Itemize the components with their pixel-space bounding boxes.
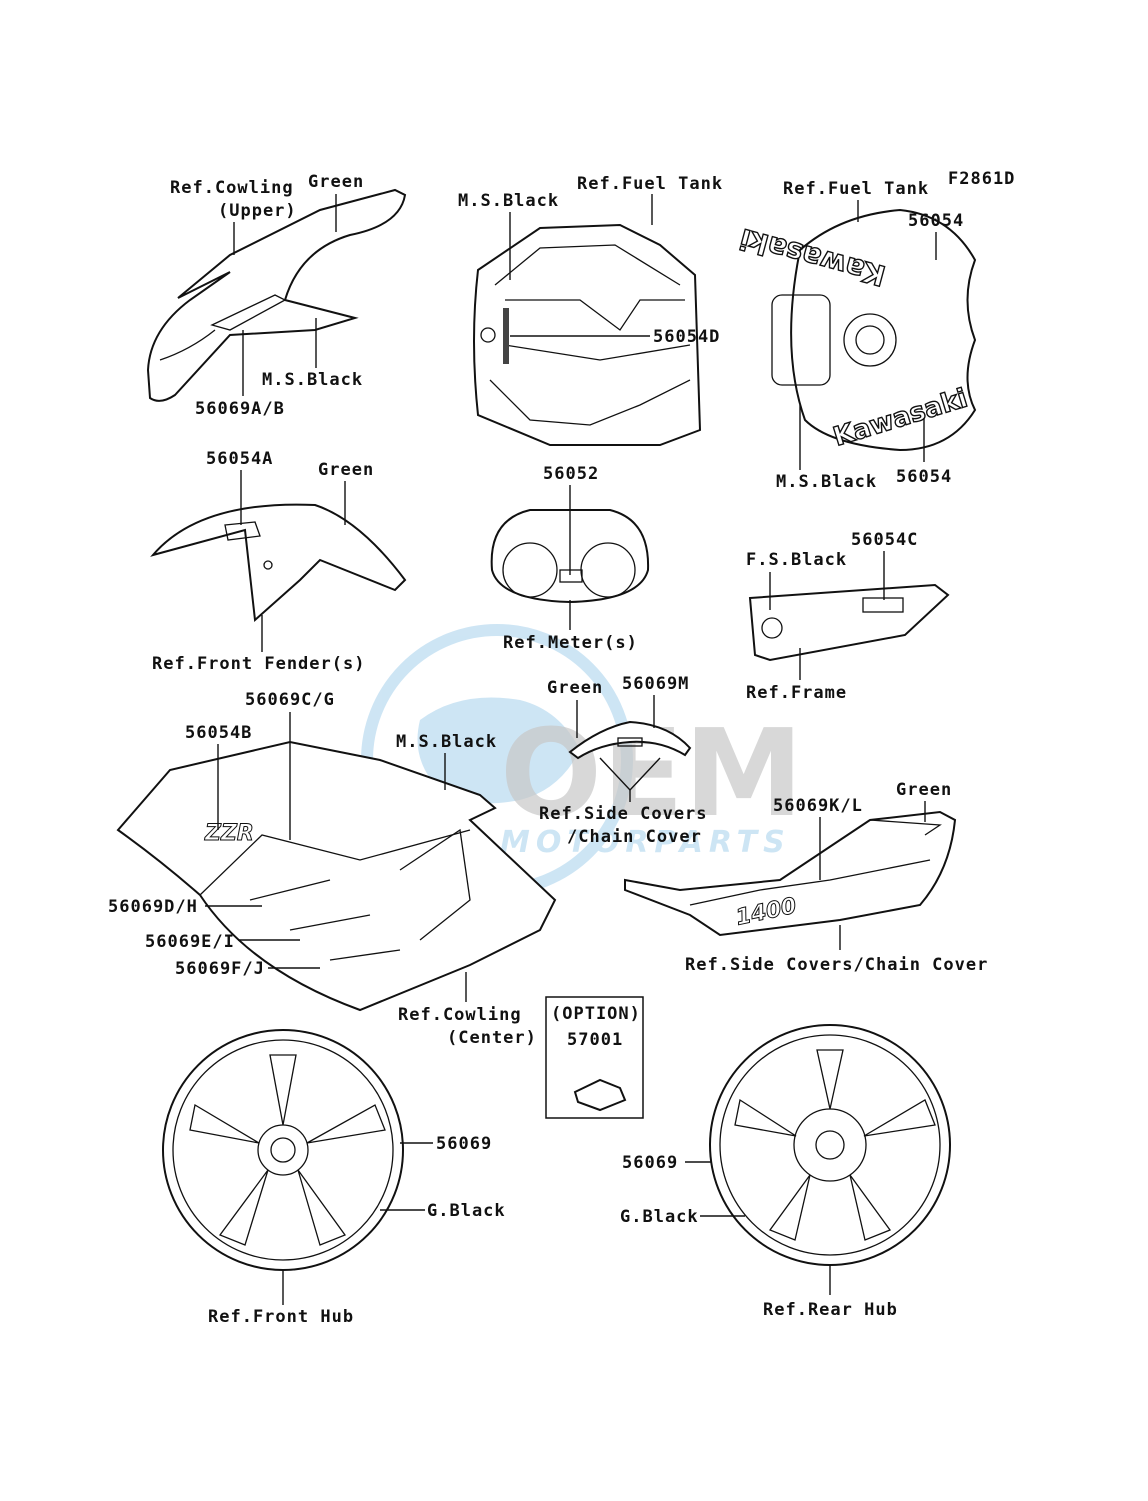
- label-ref-cowling-center-1: Ref.Cowling: [398, 1005, 522, 1025]
- watermark-sub: MOTORPARTS: [500, 825, 791, 860]
- option-box: [545, 996, 644, 1119]
- rear-wheel-part: [709, 1024, 951, 1266]
- label-ms-black-center: M.S.Black: [396, 732, 497, 752]
- side-cover-chain-part: 1400: [624, 810, 957, 937]
- label-ref-rear-hub: Ref.Rear Hub: [763, 1300, 898, 1320]
- label-g-black-rear: G.Black: [620, 1207, 699, 1227]
- label-56069fj: 56069F/J: [175, 959, 265, 979]
- label-ref-cowling-upper-2: (Upper): [218, 201, 297, 221]
- label-ref-side-covers-1: Ref.Side Covers: [539, 804, 708, 824]
- upper-cowling-part: [146, 188, 407, 402]
- label-ms-black-tank: M.S.Black: [458, 191, 559, 211]
- label-ref-front-fender: Ref.Front Fender(s): [152, 654, 365, 674]
- front-wheel-part: [162, 1029, 404, 1271]
- decal-zzr: ZZR: [204, 821, 254, 846]
- label-ref-frame: Ref.Frame: [746, 683, 847, 703]
- label-57001: 57001: [567, 1030, 623, 1050]
- label-56069-front: 56069: [436, 1134, 492, 1154]
- label-green-side: Green: [896, 780, 952, 800]
- label-56069m: 56069M: [622, 674, 689, 694]
- frame-part: [748, 583, 950, 662]
- label-56054-bottom: 56054: [896, 467, 952, 487]
- fuel-tank-top-part: [473, 223, 702, 446]
- label-56054d: 56054D: [653, 327, 720, 347]
- label-56069-rear: 56069: [622, 1153, 678, 1173]
- label-56069cg: 56069C/G: [245, 690, 335, 710]
- label-ref-cowling-center-2: (Center): [447, 1028, 537, 1048]
- label-ref-cowling-upper-1: Ref.Cowling: [170, 178, 294, 198]
- label-ref-fuel-tank-mid: Ref.Fuel Tank: [577, 174, 723, 194]
- label-56054-top: 56054: [908, 211, 964, 231]
- figure-code: F2861D: [948, 169, 1015, 189]
- label-56054a: 56054A: [206, 449, 273, 469]
- label-option: (OPTION): [551, 1004, 641, 1024]
- label-56069ei: 56069E/I: [145, 932, 235, 952]
- front-fender-part: [150, 503, 407, 623]
- fuel-tank-side-part: Kawasaki Kawasaki: [736, 208, 977, 453]
- label-56069dh: 56069D/H: [108, 897, 198, 917]
- label-56069ab: 56069A/B: [195, 399, 285, 419]
- label-56054b: 56054B: [185, 723, 252, 743]
- label-56054c: 56054C: [851, 530, 918, 550]
- label-ms-black-tank-right: M.S.Black: [776, 472, 877, 492]
- label-green-top: Green: [308, 172, 364, 192]
- label-ms-black-cowl: M.S.Black: [262, 370, 363, 390]
- label-ref-side-covers-chain: Ref.Side Covers/Chain Cover: [685, 955, 988, 975]
- label-ref-fuel-tank-right: Ref.Fuel Tank: [783, 179, 929, 199]
- label-green-fender: Green: [318, 460, 374, 480]
- label-g-black-front: G.Black: [427, 1201, 506, 1221]
- label-fs-black: F.S.Black: [746, 550, 847, 570]
- label-green-m: Green: [547, 678, 603, 698]
- label-56052: 56052: [543, 464, 599, 484]
- label-56069kl: 56069K/L: [773, 796, 863, 816]
- label-ref-meter: Ref.Meter(s): [503, 633, 638, 653]
- label-ref-front-hub: Ref.Front Hub: [208, 1307, 354, 1327]
- center-cowling-part: ZZR: [116, 740, 557, 1012]
- label-ref-side-covers-2: /Chain Cover: [567, 827, 702, 847]
